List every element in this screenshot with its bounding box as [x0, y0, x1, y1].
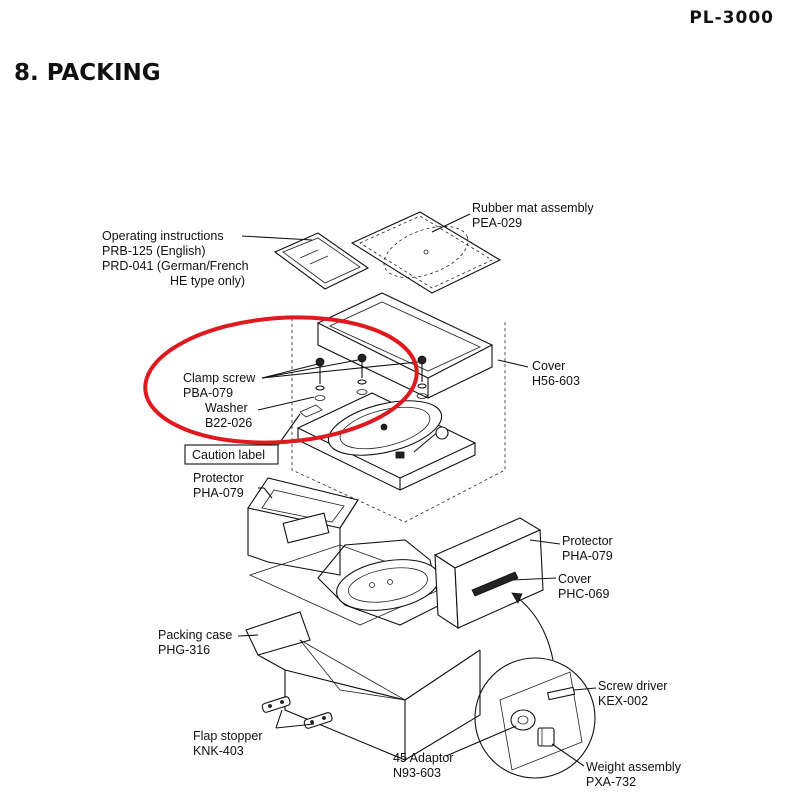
svg-text:PBA-079: PBA-079 — [183, 386, 233, 400]
label-caution: Caution label — [192, 448, 265, 462]
flap-stopper-1 — [261, 696, 291, 713]
svg-text:KNK-403: KNK-403 — [193, 744, 244, 758]
label-protector-right: Protector PHA-079 — [562, 534, 613, 563]
svg-text:KEX-002: KEX-002 — [598, 694, 648, 708]
weight-assembly — [537, 727, 555, 747]
leader-lines — [237, 213, 597, 767]
label-cover-main: Cover H56-603 — [532, 359, 580, 388]
label-operating-instructions: Operating instructions PRB-125 (English)… — [102, 229, 249, 288]
svg-text:Flap stopper: Flap stopper — [193, 729, 262, 743]
operating-instructions-booklet — [273, 232, 370, 290]
caution-label-box — [184, 444, 279, 465]
washers — [314, 389, 428, 401]
svg-text:PEA-029: PEA-029 — [472, 216, 522, 230]
svg-text:Rubber mat assembly: Rubber mat assembly — [472, 201, 594, 215]
svg-text:HE type only): HE type only) — [170, 274, 245, 288]
dashed-outline — [291, 318, 506, 523]
svg-text:PHA-079: PHA-079 — [193, 486, 244, 500]
section-title: 8. PACKING — [14, 60, 161, 86]
svg-text:Clamp screw: Clamp screw — [183, 371, 256, 385]
svg-text:Screw driver: Screw driver — [598, 679, 667, 693]
label-rubber-mat: Rubber mat assembly PEA-029 — [472, 201, 594, 230]
dust-cover — [316, 292, 494, 399]
label-45-adaptor: 45 Adaptor N93-603 — [393, 751, 453, 780]
svg-text:PHG-316: PHG-316 — [158, 643, 210, 657]
red-highlight-circle — [143, 315, 419, 445]
clamp-screw-3 — [417, 355, 427, 389]
svg-text:H56-603: H56-603 — [532, 374, 580, 388]
label-cover-small: Cover PHC-069 — [558, 572, 609, 601]
flap-stoppers — [261, 696, 333, 729]
clamp-screws — [299, 353, 428, 418]
label-weight-assembly: Weight assembly PXA-732 — [586, 760, 682, 789]
svg-text:PRB-125 (English): PRB-125 (English) — [102, 244, 206, 258]
svg-text:Packing case: Packing case — [158, 628, 232, 642]
adaptor-45 — [510, 709, 536, 731]
label-screw-driver: Screw driver KEX-002 — [598, 679, 667, 708]
clamp-screw-1 — [315, 357, 325, 391]
svg-text:PHC-069: PHC-069 — [558, 587, 609, 601]
svg-text:Cover: Cover — [558, 572, 591, 586]
svg-text:PRD-041 (German/French: PRD-041 (German/French — [102, 259, 249, 273]
label-flap-stopper: Flap stopper KNK-403 — [193, 729, 262, 758]
label-packing-case: Packing case PHG-316 — [158, 628, 232, 657]
svg-text:B22-026: B22-026 — [205, 416, 252, 430]
clamp-screw-2 — [357, 353, 367, 385]
svg-text:PHA-079: PHA-079 — [562, 549, 613, 563]
svg-text:45 Adaptor: 45 Adaptor — [393, 751, 453, 765]
screw-driver — [547, 686, 576, 701]
svg-text:Operating instructions: Operating instructions — [102, 229, 224, 243]
svg-text:PXA-732: PXA-732 — [586, 775, 636, 789]
flap-stopper-2 — [303, 712, 333, 729]
svg-text:Washer: Washer — [205, 401, 248, 415]
svg-text:Cover: Cover — [532, 359, 565, 373]
svg-text:Weight assembly: Weight assembly — [586, 760, 682, 774]
protector-left — [247, 477, 359, 576]
protector-right — [433, 517, 544, 630]
svg-text:Protector: Protector — [562, 534, 613, 548]
turntable-base — [296, 392, 477, 491]
label-protector-left: Protector PHA-079 — [193, 471, 244, 500]
rubber-mat — [350, 211, 502, 294]
label-clamp-screw: Clamp screw PBA-079 — [183, 371, 256, 400]
packing-case — [245, 539, 481, 761]
svg-text:N93-603: N93-603 — [393, 766, 441, 780]
accessories-detail — [474, 592, 596, 779]
svg-text:Protector: Protector — [193, 471, 244, 485]
model-number: PL-3000 — [689, 8, 774, 28]
label-washer: Washer B22-026 — [205, 401, 252, 430]
